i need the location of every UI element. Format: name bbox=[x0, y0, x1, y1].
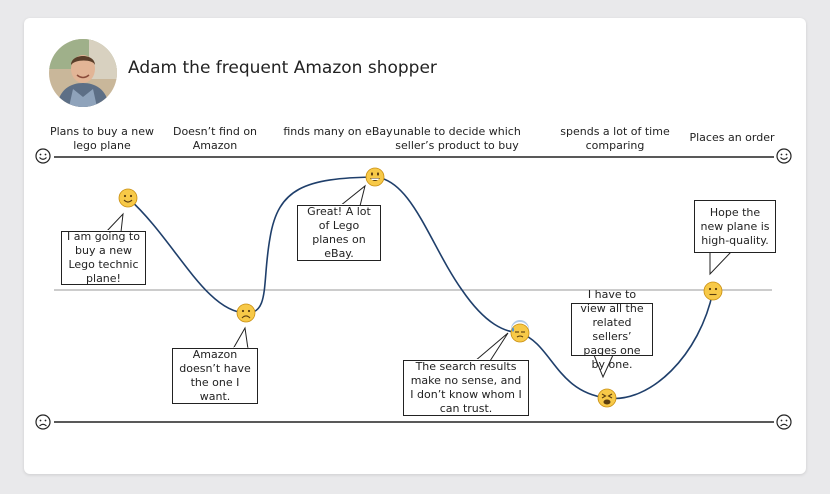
callout-bubble: Hope the new plane is high-quality. bbox=[694, 200, 776, 253]
callout-pointer bbox=[709, 250, 732, 276]
persona-name: Adam the frequent Amazon shopper bbox=[128, 58, 437, 78]
stage-label: spends a lot of time comparing bbox=[560, 125, 670, 152]
sad-face-icon bbox=[35, 414, 51, 430]
grinning-face-icon bbox=[365, 167, 385, 187]
downcast-sweat-face-icon bbox=[510, 320, 530, 343]
callout-bubble: The search results make no sense, and I … bbox=[403, 360, 529, 416]
frowning-face-icon bbox=[236, 303, 256, 323]
callout-pointer bbox=[474, 332, 509, 362]
stage-label: unable to decide which seller’s product … bbox=[393, 125, 521, 152]
smiling-face-icon bbox=[118, 188, 138, 208]
callout-pointer bbox=[232, 326, 249, 350]
stage-label: Plans to buy a new lego plane bbox=[49, 125, 155, 152]
callout-bubble: Great! A lot of Lego planes on eBay. bbox=[297, 205, 381, 261]
neutral-face-icon bbox=[703, 281, 723, 301]
sad-face-icon bbox=[776, 414, 792, 430]
happy-face-icon bbox=[776, 148, 792, 164]
callout-bubble: I am going to buy a new Lego technic pla… bbox=[61, 230, 146, 285]
stage-label: Doesn’t find on Amazon bbox=[172, 125, 258, 152]
callout-bubble: I have to view all the related sellers’ … bbox=[571, 288, 653, 371]
stage-label: finds many on eBay bbox=[283, 125, 393, 138]
tired-face-icon bbox=[597, 388, 617, 408]
callout-pointer bbox=[339, 184, 366, 207]
happy-face-icon bbox=[35, 148, 51, 164]
callout-bubble: Amazon doesn’t have the one I want. bbox=[172, 348, 258, 404]
stage-label: Places an order bbox=[689, 131, 775, 144]
